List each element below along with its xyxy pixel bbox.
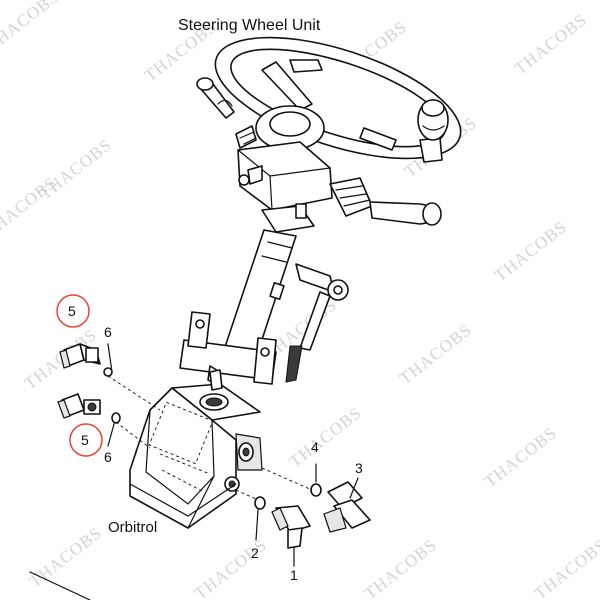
o-ring-2 [254, 496, 266, 510]
watermark: THACOBS [286, 403, 366, 471]
steering-column-head [235, 125, 442, 233]
svg-text:5: 5 [68, 303, 76, 319]
o-ring-6-lower [111, 412, 121, 424]
elbow-fitting-3 [323, 481, 371, 533]
svg-text:5: 5 [81, 432, 89, 448]
watermark: THACOBS [481, 423, 561, 491]
part-callouts: 1 2 3 4 5 5 6 6 [56, 294, 363, 583]
spinner-knob [417, 99, 449, 163]
o-ring-4 [310, 483, 322, 497]
steering-wheel [196, 36, 462, 163]
o-ring-6-upper [103, 367, 113, 377]
callout-6-upper: 6 [104, 324, 112, 340]
diagram-title: Steering Wheel Unit [178, 17, 321, 34]
elbow-fitting-5-upper [59, 343, 101, 369]
watermark: THACOBS [26, 523, 106, 591]
orbitrol-label: Orbitrol [108, 519, 157, 536]
orbitrol-valve [129, 369, 263, 529]
callout-6-lower: 6 [104, 449, 112, 465]
watermark: THACOBS [531, 535, 600, 600]
watermark: THACOBS [361, 535, 441, 600]
elbow-fitting-5-lower [57, 393, 101, 419]
callout-1: 1 [290, 567, 298, 583]
elbow-fitting-1 [271, 505, 311, 549]
callout-2: 2 [251, 545, 259, 561]
leader-lines [29, 343, 359, 600]
watermark: THACOBS [0, 0, 63, 55]
watermark: THACOBS [0, 173, 61, 241]
watermark: THACOBS [511, 10, 591, 78]
callout-5-lower: 5 [69, 423, 103, 457]
tilt-lever [285, 263, 349, 383]
callout-3: 3 [355, 460, 363, 476]
callout-4: 4 [311, 439, 319, 455]
watermark: THACOBS [396, 320, 476, 388]
callout-5-upper: 5 [56, 294, 90, 328]
watermark: THACOBS [491, 217, 571, 285]
